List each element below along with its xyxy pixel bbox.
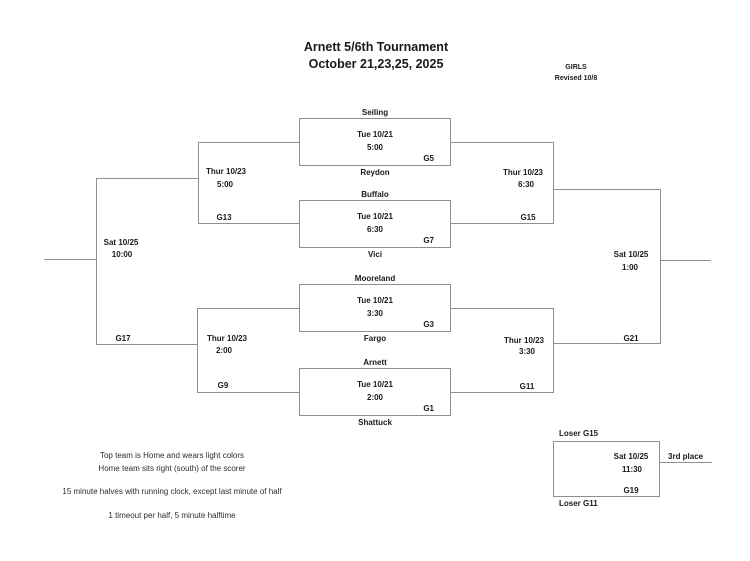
match-g1: Arnett Tue 10/21 2:00 G1 Shattuck [299,358,451,427]
g19-time: 11:30 [621,465,643,474]
g5-time: 5:00 [366,143,384,152]
g3-away-team-label: Fargo [363,334,387,343]
g1-right-connector-line [451,392,553,393]
g9-time: 2:00 [215,346,233,355]
g21-bracket-line [660,189,661,344]
note-home-seating: Home team sits right (south) of the scor… [98,464,246,473]
third-place-label: 3rd place [668,452,704,461]
g7-right-connector-line [451,223,553,224]
g13-bracket-line [198,142,199,224]
g1-game-id: G1 [423,404,434,413]
g1-home-team-label: Arnett [363,358,387,367]
g9-game-id: G9 [217,381,229,390]
g1-time: 2:00 [366,393,384,402]
tournament-title: Arnett 5/6th Tournament [303,40,449,54]
g7-left-connector-line [198,223,299,224]
g11-to-g21-line [553,343,660,344]
g13-to-g17-line [96,178,198,179]
g17-time: 10:00 [111,250,133,259]
g3-home-team-label: Mooreland [354,274,396,283]
g3-left-connector-line [197,308,299,309]
g21-date: Sat 10/25 [613,250,649,259]
g3-game-id: G3 [423,320,434,329]
g7-game-id: G7 [423,236,434,245]
g17-game-id: G17 [115,334,131,343]
g7-home-team-label: Buffalo [361,190,389,199]
g15-time: 6:30 [517,180,535,189]
match-g7: Buffalo Tue 10/21 6:30 G7 Vici [299,190,451,259]
g13-time: 5:00 [216,180,234,189]
division-label: GIRLS [565,64,587,71]
g19-date: Sat 10/25 [613,452,649,461]
g21-game-id: G21 [623,334,639,343]
g5-date: Tue 10/21 [357,130,393,139]
match-box-g19 [553,441,660,497]
g15-bracket-line [553,142,554,224]
g15-date: Thur 10/23 [502,168,544,177]
g3-time: 3:30 [366,309,384,318]
tournament-dates: October 21,23,25, 2025 [308,57,444,71]
g7-time: 6:30 [366,225,384,234]
match-box-g5 [299,118,451,166]
g1-away-team-label: Shattuck [358,418,392,427]
revision-label: Revised 10/8 [554,75,598,82]
g11-date: Thur 10/23 [503,336,545,345]
match-g3: Mooreland Tue 10/21 3:30 G3 Fargo [299,274,451,343]
g3-right-connector-line [451,308,553,309]
loser-g11-label: Loser G11 [559,499,598,508]
g7-date: Tue 10/21 [357,212,393,221]
g17-date: Sat 10/25 [103,238,139,247]
g5-left-connector-line [198,142,299,143]
note-home-colors: Top team is Home and wears light colors [99,451,245,460]
g21-time: 1:00 [621,263,639,272]
g5-game-id: G5 [423,154,434,163]
g3-date: Tue 10/21 [357,296,393,305]
g5-home-team-label: Seiling [361,108,389,117]
match-box-g3 [299,284,451,332]
g1-date: Tue 10/21 [357,380,393,389]
g21-winner-line [660,260,711,261]
note-timeouts: 1 timeout per half, 5 minute halftime [108,511,236,520]
g1-left-connector-line [197,392,299,393]
g9-bracket-line [197,308,198,393]
g11-game-id: G11 [519,382,535,391]
g15-to-g21-line [553,189,660,190]
match-g5: Seiling Tue 10/21 5:00 G5 Reydon [299,108,451,177]
g9-date: Thur 10/23 [206,334,248,343]
g9-to-g17-line [96,344,197,345]
g13-game-id: G13 [216,213,232,222]
g11-time: 3:30 [518,347,536,356]
loser-g15-label: Loser G15 [559,429,599,438]
g5-away-team-label: Reydon [360,168,390,177]
g19-game-id: G19 [623,486,639,495]
g5-right-connector-line [451,142,553,143]
g13-date: Thur 10/23 [205,167,247,176]
g17-winner-line [44,259,96,260]
g7-away-team-label: Vici [367,250,383,259]
g11-bracket-line [553,308,554,393]
match-box-g7 [299,200,451,248]
note-game-halves: 15 minute halves with running clock, exc… [62,487,282,496]
g17-bracket-line [96,178,97,345]
g15-game-id: G15 [520,213,536,222]
third-place-winner-line [660,462,712,463]
match-box-g1 [299,368,451,416]
